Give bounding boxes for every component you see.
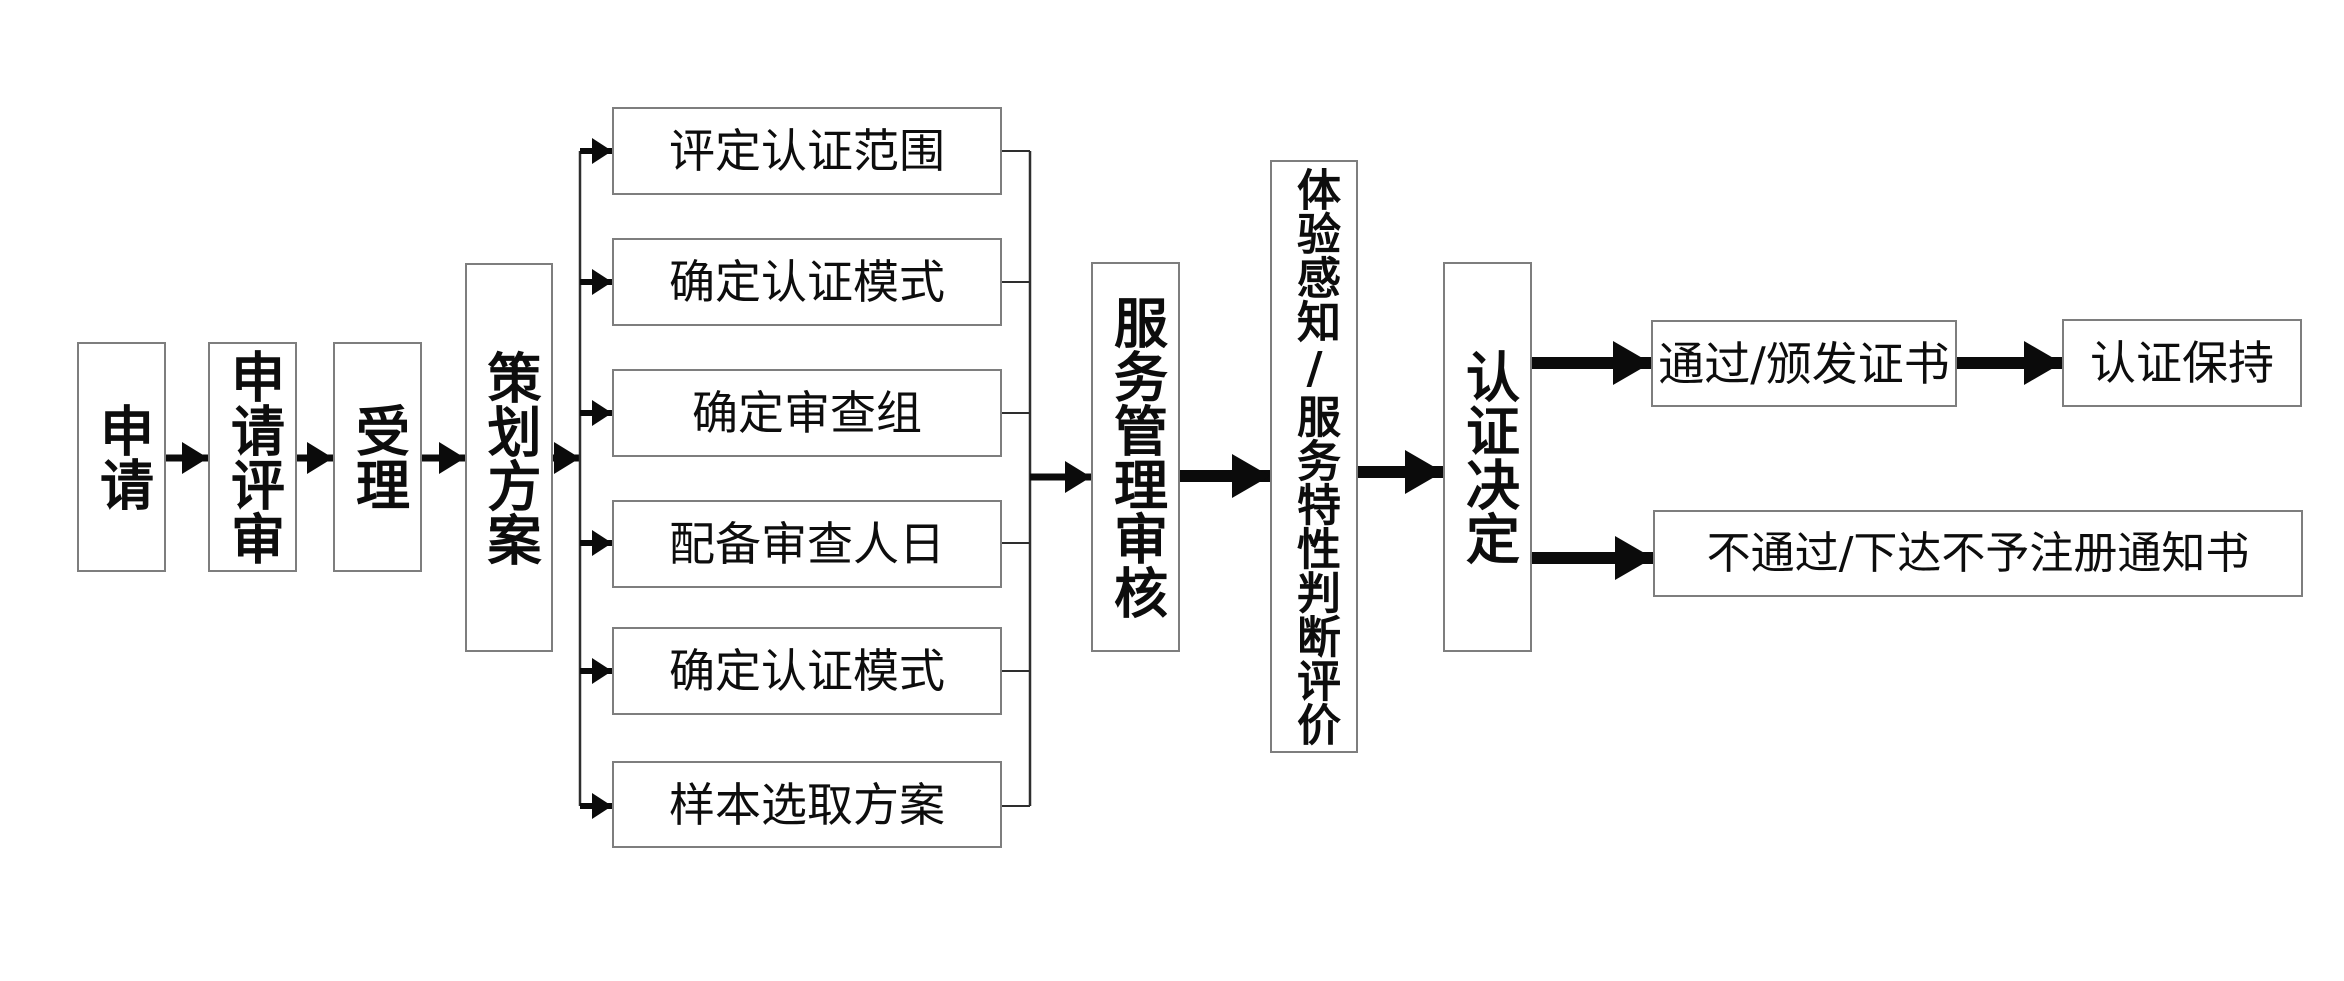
node-certification-maintain: 认证保持 bbox=[2062, 319, 2302, 407]
node-plan-item-audit-team: 确定审查组 bbox=[612, 369, 1002, 457]
node-plan-item-audit-team-label: 确定审查组 bbox=[692, 386, 922, 440]
node-plan-item-mode-2-label: 确定认证模式 bbox=[669, 644, 945, 698]
node-pass-issue-certificate: 通过/颁发证书 bbox=[1651, 320, 1957, 407]
node-plan-item-mode: 确定认证模式 bbox=[612, 238, 1002, 326]
node-decision-label: 认证决定 bbox=[1456, 349, 1520, 565]
node-accept: 受理 bbox=[333, 342, 422, 572]
node-apply: 申请 bbox=[77, 342, 166, 572]
node-plan-item-person-days-label: 配备审查人日 bbox=[669, 517, 945, 571]
node-decision: 认证决定 bbox=[1443, 262, 1532, 652]
node-apply-review: 申请评审 bbox=[208, 342, 297, 572]
node-plan-item-mode-label: 确定认证模式 bbox=[669, 255, 945, 309]
node-plan-item-person-days: 配备审查人日 bbox=[612, 500, 1002, 588]
node-perception-eval: 体验感知/服务特性判断评价 bbox=[1270, 160, 1358, 753]
node-accept-label: 受理 bbox=[346, 403, 410, 511]
node-plan-item-scope: 评定认证范围 bbox=[612, 107, 1002, 195]
node-apply-review-label: 申请评审 bbox=[221, 349, 285, 565]
node-certification-maintain-label: 认证保持 bbox=[2090, 336, 2274, 390]
node-service-audit: 服务管理审核 bbox=[1091, 262, 1180, 652]
node-perception-eval-label: 体验感知/服务特性判断评价 bbox=[1289, 167, 1340, 746]
node-plan-item-sampling: 样本选取方案 bbox=[612, 761, 1002, 848]
node-service-audit-label: 服务管理审核 bbox=[1104, 295, 1168, 619]
node-fail-notice-label: 不通过/下达不予注册通知书 bbox=[1706, 527, 2250, 579]
node-plan-item-mode-2: 确定认证模式 bbox=[612, 627, 1002, 715]
node-apply-label: 申请 bbox=[90, 403, 154, 511]
node-plan-label: 策划方案 bbox=[478, 349, 541, 566]
node-plan: 策划方案 bbox=[465, 263, 553, 652]
node-plan-item-scope-label: 评定认证范围 bbox=[669, 124, 945, 178]
node-fail-notice: 不通过/下达不予注册通知书 bbox=[1653, 510, 2303, 597]
node-pass-issue-certificate-label: 通过/颁发证书 bbox=[1658, 336, 1950, 391]
node-plan-item-sampling-label: 样本选取方案 bbox=[669, 777, 945, 832]
